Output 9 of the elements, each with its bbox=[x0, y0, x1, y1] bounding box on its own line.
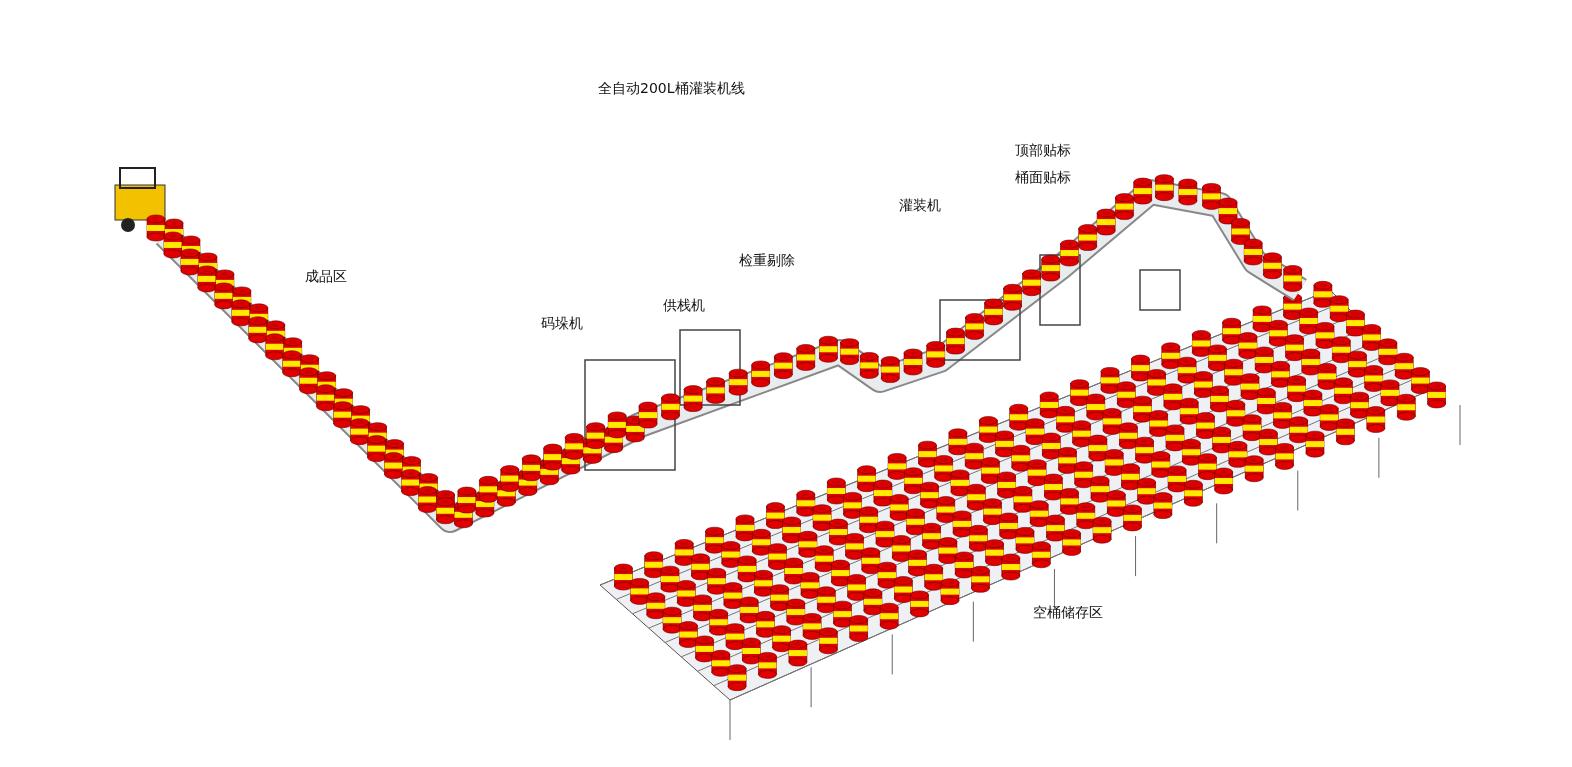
area-label: 桶面贴标 bbox=[1015, 169, 1071, 187]
area-label: 供栈机 bbox=[663, 297, 705, 315]
area-label: 检重剔除 bbox=[739, 252, 795, 270]
area-label: 顶部贴标 bbox=[1015, 142, 1071, 160]
area-label: 灌装机 bbox=[899, 197, 941, 215]
area-label: 码垛机 bbox=[541, 315, 583, 333]
area-label: 空桶储存区 bbox=[1033, 604, 1103, 622]
diagram-title: 全自动200L桶灌装机线 bbox=[598, 80, 745, 98]
area-label: 成品区 bbox=[305, 268, 347, 286]
